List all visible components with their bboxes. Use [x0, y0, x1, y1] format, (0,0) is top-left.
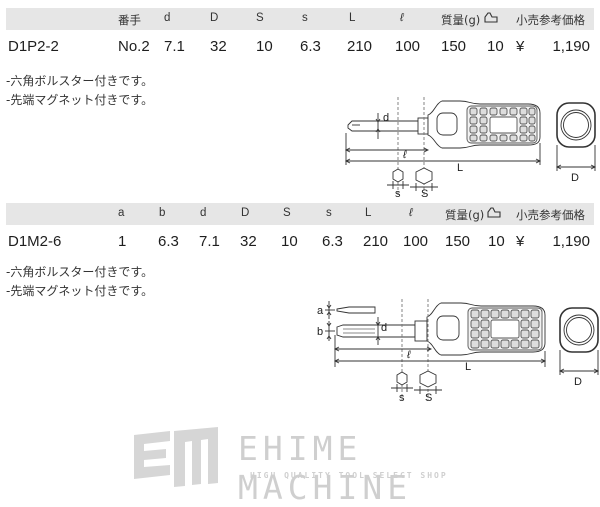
value-l: 100 [395, 38, 421, 55]
note-hex-bolster: -六角ボルスター付きです。 [6, 74, 154, 88]
box-quantity-icon [484, 11, 498, 26]
model-number: D1M2-6 [8, 233, 62, 250]
slotted-screwdriver-diagram: a b d ℓ L s S D [317, 299, 600, 404]
header-price: 小売参考価格 [516, 13, 585, 27]
diagram-label-b: b [317, 326, 323, 338]
value-D: 32 [210, 38, 227, 55]
note-list: -六角ボルスター付きです。 -先端マグネット付きです。 [6, 72, 153, 110]
value-S: 10 [256, 38, 273, 55]
header-D: D [241, 207, 250, 219]
value-d: 7.1 [199, 233, 220, 250]
header-weight: 質量(g) [445, 208, 485, 222]
diagram-label-s: s [399, 392, 405, 404]
value-L: 210 [363, 233, 389, 250]
phillips-screwdriver-diagram: d ℓ L s S D [344, 97, 597, 200]
value-s: 6.3 [300, 38, 321, 55]
header-s: s [326, 207, 332, 219]
watermark-subtitle: HIGH QUALITY TOOL SELECT SHOP [250, 471, 448, 480]
header-a: a [118, 207, 125, 219]
yen-symbol: ¥ [516, 233, 525, 250]
header-L: L [365, 207, 372, 219]
diagram-label-a: a [317, 305, 324, 317]
diagram-label-S: S [425, 392, 432, 404]
header-S: S [256, 12, 264, 24]
yen-symbol: ¥ [516, 38, 525, 55]
note-list: -六角ボルスター付きです。 -先端マグネット付きです。 [6, 263, 153, 301]
value-price: 1,190 [552, 38, 590, 55]
value-D: 32 [240, 233, 257, 250]
box-quantity-icon [487, 206, 501, 221]
header-D: D [210, 12, 219, 24]
ehime-machine-watermark: EHIME MACHINE HIGH QUALITY TOOL SELECT S… [130, 427, 470, 507]
header-d: d [200, 207, 207, 219]
header-l: ℓ [409, 207, 413, 219]
value-a: 1 [118, 233, 127, 250]
header-s: s [302, 12, 308, 24]
value-qty: 10 [487, 38, 504, 55]
diagram-label-D: D [574, 376, 582, 388]
value-price: 1,190 [552, 233, 590, 250]
value-S: 10 [281, 233, 298, 250]
header-b: b [159, 207, 166, 219]
header-L: L [349, 12, 356, 24]
header-d: d [164, 12, 171, 24]
header-bango: 番手 [118, 13, 141, 27]
value-d: 7.1 [164, 38, 185, 55]
table-header-band [6, 203, 594, 225]
note-hex-bolster: -六角ボルスター付きです。 [6, 265, 154, 279]
diagram-label-l: ℓ [406, 349, 411, 361]
value-qty: 10 [488, 233, 505, 250]
model-number: D1P2-2 [8, 38, 59, 55]
diagram-label-d: d [381, 322, 387, 334]
diagram-label-D: D [571, 172, 579, 184]
diagram-label-L: L [465, 361, 471, 373]
note-magnetic-tip: -先端マグネット付きです。 [6, 284, 154, 298]
value-weight: 150 [445, 233, 471, 250]
value-bango: No.2 [118, 38, 150, 55]
header-l: ℓ [400, 12, 404, 24]
diagram-label-L: L [457, 162, 463, 174]
note-magnetic-tip: -先端マグネット付きです。 [6, 93, 154, 107]
watermark-title: EHIME MACHINE [238, 429, 413, 507]
header-weight: 質量(g) [441, 13, 481, 27]
diagram-label-l: ℓ [402, 149, 407, 161]
value-weight: 150 [441, 38, 467, 55]
value-b: 6.3 [158, 233, 179, 250]
value-s: 6.3 [322, 233, 343, 250]
value-l: 100 [403, 233, 429, 250]
diagram-label-d: d [383, 112, 389, 124]
table-header-band [6, 8, 594, 30]
header-S: S [283, 207, 291, 219]
diagram-label-s: s [395, 188, 401, 200]
value-L: 210 [347, 38, 373, 55]
diagram-label-S: S [421, 188, 428, 200]
header-price: 小売参考価格 [516, 208, 585, 222]
em-logo-icon [134, 427, 218, 487]
